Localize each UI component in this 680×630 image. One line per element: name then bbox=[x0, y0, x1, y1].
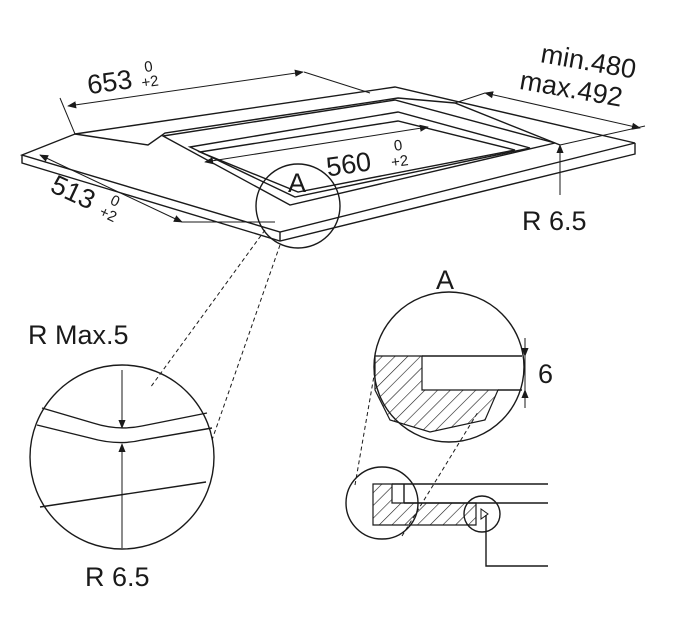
section-hatched-profile bbox=[374, 355, 499, 433]
width-dimension: 653 0 +2 bbox=[59, 58, 371, 135]
detail-circle-a: A bbox=[255, 163, 341, 249]
min-max-dimension-line bbox=[484, 91, 641, 130]
radius-max-label: R Max.5 bbox=[28, 320, 129, 350]
worktop-top-surface bbox=[19, 86, 636, 233]
inner-width-tol-upper: 0 bbox=[393, 137, 404, 155]
radius-top-label: R 6.5 bbox=[522, 206, 587, 236]
inner-width-label: 560 bbox=[324, 146, 373, 182]
small-section-hatched-profile bbox=[372, 483, 477, 526]
cutout-outer-edge bbox=[160, 99, 556, 206]
section-depth-label: 6 bbox=[538, 359, 553, 389]
projection-line-left bbox=[149, 229, 266, 389]
small-detail-arrow bbox=[480, 508, 489, 520]
inner-width-dimension: 560 0 +2 bbox=[204, 124, 429, 182]
width-tol-upper: 0 bbox=[143, 58, 154, 76]
radius-top-callout: R 6.5 bbox=[522, 144, 587, 236]
width-extension-right bbox=[303, 71, 371, 94]
min-max-extension-left bbox=[454, 92, 486, 104]
worktop-rear-ledge bbox=[74, 97, 561, 146]
small-section-base-line bbox=[485, 515, 548, 567]
left-zoom-circle bbox=[29, 364, 215, 550]
small-section-view bbox=[345, 466, 548, 567]
section-title: A bbox=[436, 265, 454, 295]
depth-dimension: 513 0 +2 bbox=[39, 154, 275, 226]
detail-circle bbox=[255, 163, 341, 249]
width-label: 653 bbox=[85, 64, 134, 100]
width-dimension-line bbox=[67, 69, 304, 109]
section-zoom-circle bbox=[373, 291, 525, 443]
left-radius-label: R 6.5 bbox=[85, 562, 150, 592]
depth-tol-lower: +2 bbox=[97, 203, 120, 226]
min-max-extension-right bbox=[559, 125, 646, 146]
width-extension-left bbox=[59, 97, 76, 135]
section-detail-a: A 6 bbox=[373, 265, 553, 443]
width-tol-lower: +2 bbox=[140, 72, 159, 91]
worktop-plate bbox=[19, 86, 636, 242]
left-zoom-bottom-line bbox=[39, 481, 207, 508]
left-zoom-top-line bbox=[41, 407, 208, 429]
depth-dimension-line bbox=[39, 154, 183, 223]
section-projection-left bbox=[354, 369, 376, 486]
min-max-dimension: min.480 max.492 bbox=[454, 38, 646, 146]
inner-width-dimension-line bbox=[204, 124, 429, 165]
left-zoom-detail: R Max.5 R 6.5 bbox=[28, 320, 215, 592]
inner-width-tol-lower: +2 bbox=[390, 152, 409, 171]
detail-marker-label: A bbox=[288, 168, 306, 198]
left-zoom-second-line bbox=[36, 424, 213, 444]
small-detail-circle bbox=[463, 495, 501, 533]
projection-line-right bbox=[211, 244, 281, 441]
cutout-inner-edge bbox=[187, 111, 531, 198]
